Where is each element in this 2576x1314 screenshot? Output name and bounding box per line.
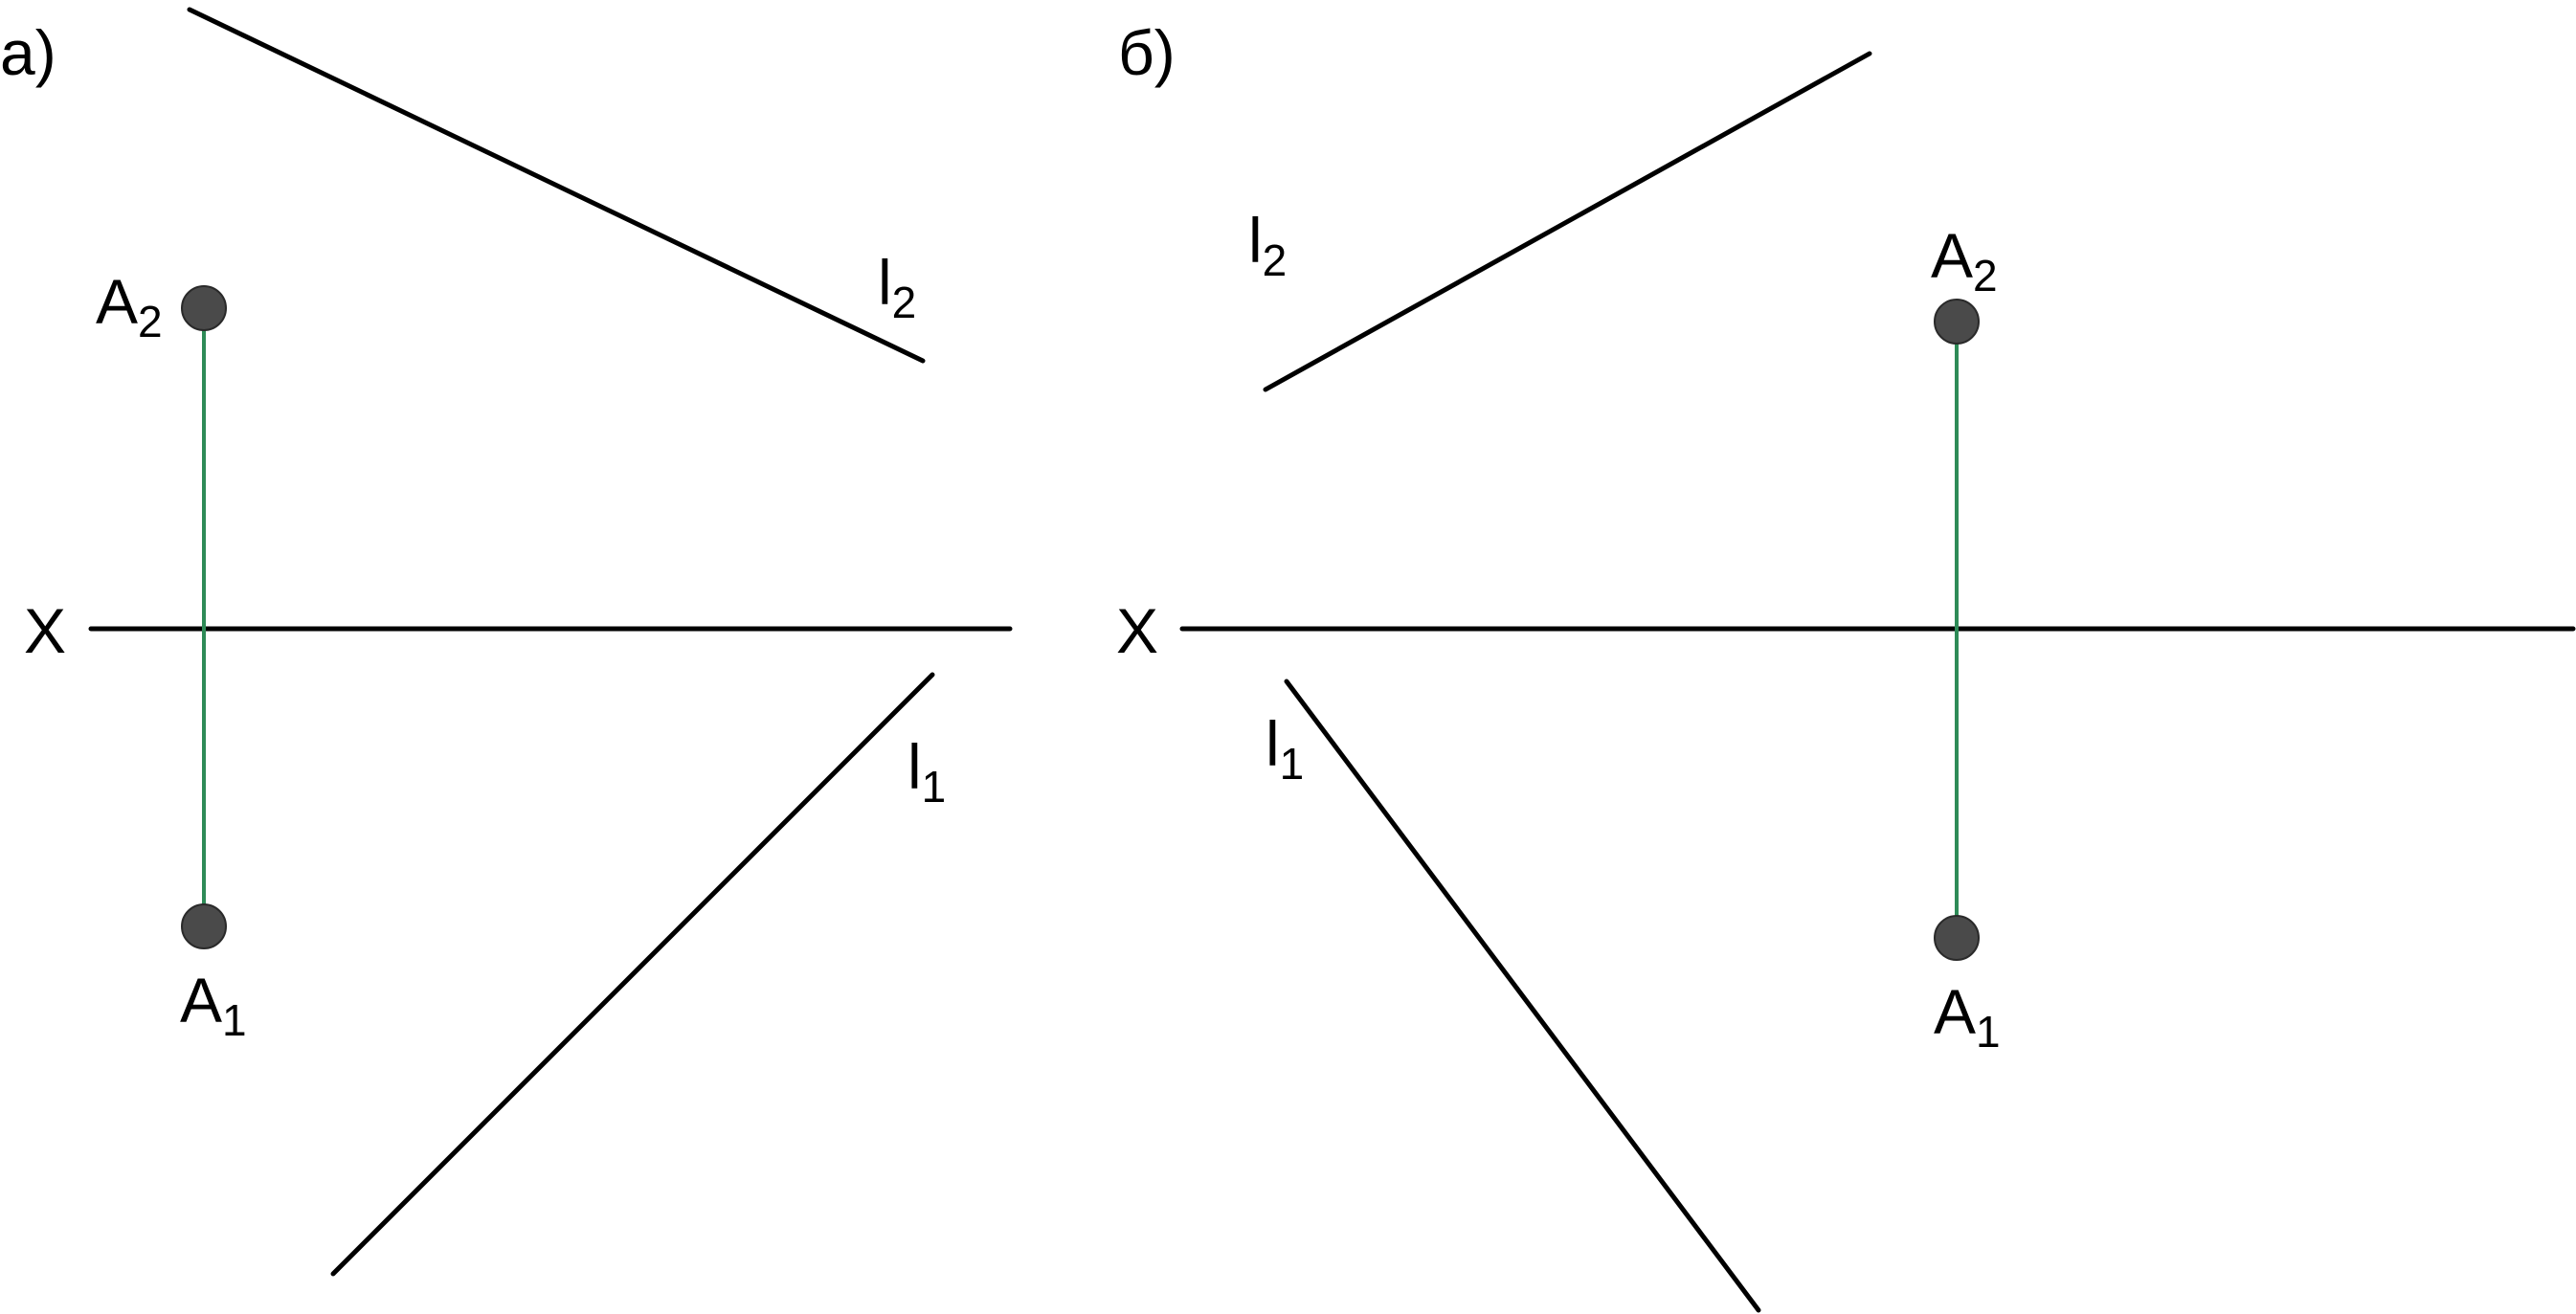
point-a1-label-b: A1 (1934, 976, 2001, 1057)
panel-label-b: б) (1118, 17, 1176, 88)
line-l1-label-b: l1 (1266, 708, 1304, 789)
line-l2-a (187, 7, 926, 364)
line-l1-b (1284, 679, 1761, 1313)
point-a2-b (1934, 299, 1980, 345)
line-l1-a (330, 672, 935, 1277)
point-a1-a (181, 903, 227, 949)
line-l1-label-a: l1 (907, 731, 946, 812)
point-a2-label-b: A2 (1931, 220, 1998, 301)
panel-b: б) X l2 l1 A2 A1 (1116, 17, 2576, 1313)
panel-a: a) X l2 l1 A2 A1 (0, 7, 1013, 1277)
axis-label-a: X (24, 595, 66, 666)
point-a2-a (181, 285, 227, 331)
axis-label-b: X (1116, 595, 1158, 666)
point-a2-label-a: A2 (96, 266, 163, 346)
point-a1-b (1934, 915, 1980, 961)
panel-label-a: a) (0, 17, 56, 88)
line-l2-b (1263, 51, 1872, 392)
point-a1-label-a: A1 (180, 965, 247, 1045)
line-l2-label-a: l2 (878, 247, 916, 327)
line-l2-label-b: l2 (1248, 205, 1287, 285)
